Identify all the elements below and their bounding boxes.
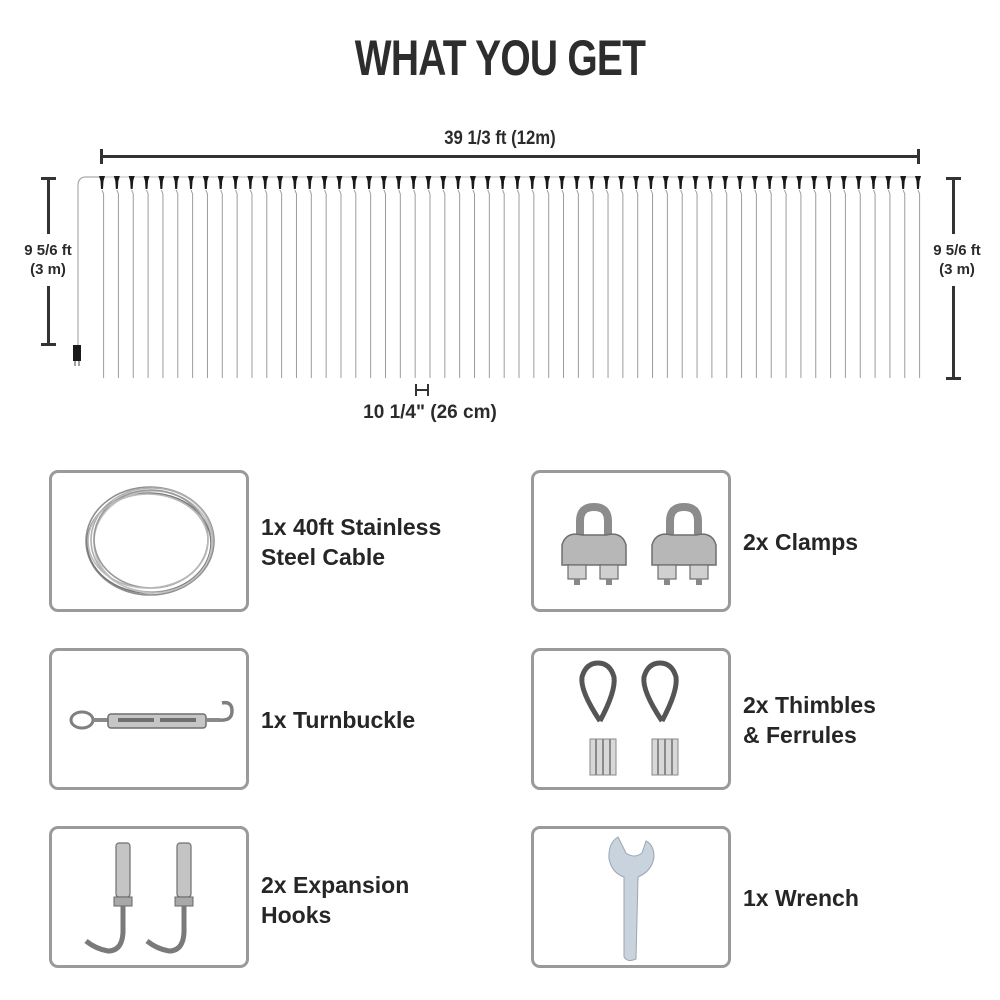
wrench-icon <box>608 836 655 962</box>
left-height-label: 9 5/6 ft (3 m) <box>24 242 72 278</box>
strand-spacing-label: 10 1/4" (26 cm) <box>363 402 497 423</box>
item-label-expansion-hooks: 2x Expansion Hooks <box>261 872 410 928</box>
left-height-line-bottom <box>47 286 50 344</box>
strand-spacing-marker <box>415 384 429 396</box>
width-dimension-tick-right <box>917 149 920 164</box>
item-card-clamps <box>531 470 731 612</box>
item-label-clamps: 2x Clamps <box>743 529 859 555</box>
item-label-turnbuckle: 1x Turnbuckle <box>261 707 416 733</box>
page-title: WHAT YOU GET <box>354 30 646 86</box>
right-height-line-bottom <box>952 286 955 378</box>
turnbuckle-icon <box>69 700 234 730</box>
item-card-turnbuckle <box>49 648 249 790</box>
right-height-label: 9 5/6 ft (3 m) <box>933 242 981 278</box>
expansion-hook-icon <box>84 842 194 954</box>
item-card-wrench <box>531 826 731 968</box>
item-label-steel-cable: 1x 40ft Stainless Steel Cable <box>261 514 442 570</box>
left-height-line-top <box>47 178 50 234</box>
width-dimension-tick-left <box>100 149 103 164</box>
right-height-tick-bottom <box>946 377 961 380</box>
right-height-line-top <box>952 178 955 234</box>
item-label-thimbles-ferrules: 2x Thimbles & Ferrules <box>743 692 876 748</box>
width-dimension-line <box>101 155 919 158</box>
item-card-steel-cable <box>49 470 249 612</box>
wire-rope-clamp-icon <box>561 502 717 585</box>
curtain-width-label: 39 1/3 ft (12m) <box>444 128 556 149</box>
steel-cable-coil-icon <box>85 486 215 596</box>
item-label-wrench: 1x Wrench <box>743 885 859 911</box>
item-card-expansion-hooks <box>49 826 249 968</box>
left-height-tick-bottom <box>41 343 56 346</box>
item-card-thimbles-ferrules <box>531 648 731 790</box>
curtain-lights-diagram <box>73 176 921 378</box>
thimble-ferrule-icon <box>579 660 679 776</box>
